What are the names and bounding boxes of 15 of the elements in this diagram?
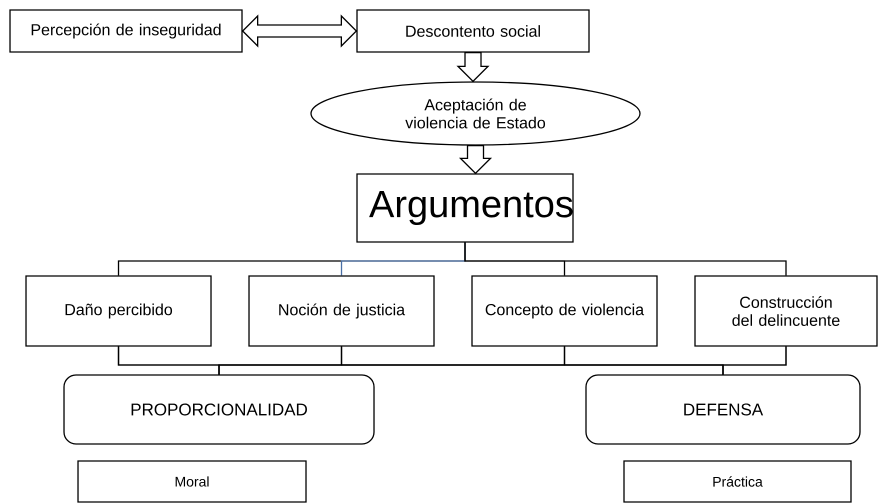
text-box: Argumentos [356,173,574,243]
text-box: Moral [77,460,307,503]
rounded-box: DEFENSA [585,374,861,445]
text-box: Descontento social [356,9,590,53]
block-arrow [458,145,492,174]
connector-line [464,242,787,276]
text-box: Práctica [623,460,852,503]
block-arrow [456,52,490,82]
rounded-box: PROPORCIONALIDAD [63,374,375,445]
text-box: Construcción del delincuente [694,275,878,347]
text-box: Noción de justicia [248,275,435,347]
text-box: Concepto de violencia [471,275,658,347]
text-box: Percepción de inseguridad [9,9,243,53]
text-box: Daño percibido [25,275,212,347]
connector-line [722,346,787,374]
